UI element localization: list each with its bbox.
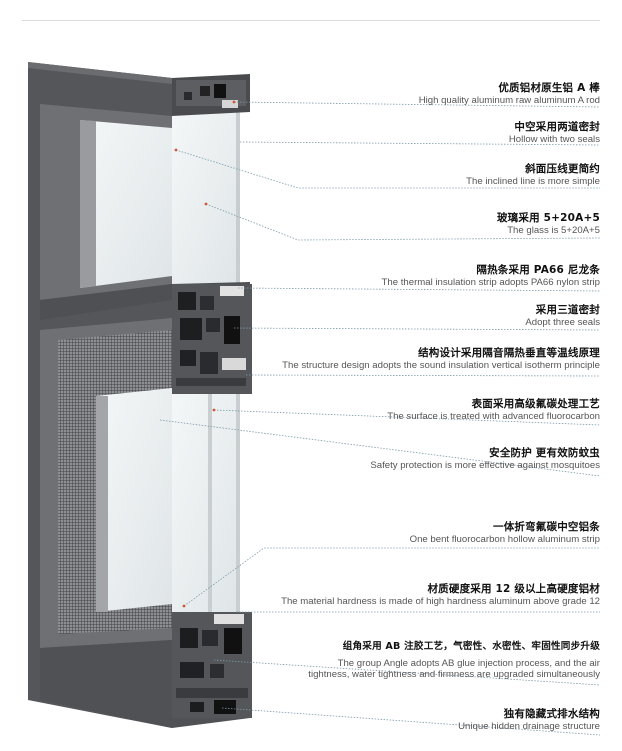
feature-title: 结构设计采用隔音隔热垂直等温线原理 (418, 347, 600, 359)
leader-dots (174, 100, 236, 608)
feature-hollow-aluminum-strip: 一体折弯氟碳中空铝条 One bent fluorocarbon hollow … (410, 521, 600, 545)
feature-description: Hollow with two seals (508, 134, 600, 145)
feature-description: The structure design adopts the sound in… (282, 360, 600, 371)
feature-title: 独有隐藏式排水结构 (503, 708, 600, 720)
feature-title: 材质硬度采用 12 级以上高硬度铝材 (427, 583, 600, 595)
feature-description: Unique hidden drainage structure (458, 721, 600, 732)
feature-insulation-strip: 隔热条采用 PA66 尼龙条 The thermal insulation st… (382, 264, 600, 288)
feature-description: The group Angle adopts AB glue injection… (337, 658, 600, 669)
feature-description: The inclined line is more simple (466, 176, 600, 187)
feature-glue-injection: 组角采用 AB 注胶工艺，气密性、水密性、牢固性同步升级 The group A… (308, 640, 600, 680)
feature-isotherm-design: 结构设计采用隔音隔热垂直等温线原理 The structure design a… (282, 347, 600, 371)
feature-title: 优质铝材原生铝 A 棒 (498, 82, 600, 94)
bottom-rail-profile (40, 612, 252, 728)
feature-two-seals: 中空采用两道密封 Hollow with two seals (509, 121, 600, 145)
feature-title: 表面采用高级氟碳处理工艺 (471, 398, 600, 410)
feature-hidden-drainage: 独有隐藏式排水结构 Unique hidden drainage structu… (458, 708, 600, 732)
leader-lines (159, 101, 601, 736)
feature-aluminum-rod: 优质铝材原生铝 A 棒 High quality aluminum raw al… (419, 82, 600, 106)
feature-title: 隔热条采用 PA66 尼龙条 (476, 264, 600, 276)
lower-glass-mesh-section (40, 318, 240, 648)
feature-description: One bent fluorocarbon hollow aluminum st… (409, 534, 600, 545)
feature-description: The material hardness is made of high ha… (281, 596, 600, 607)
top-divider (22, 20, 600, 21)
feature-description: The surface is treated with advanced flu… (387, 411, 600, 422)
feature-title: 采用三道密封 (535, 304, 600, 316)
feature-three-seals: 采用三道密封 Adopt three seals (525, 304, 600, 328)
top-rail-profile (172, 74, 250, 116)
feature-title: 组角采用 AB 注胶工艺，气密性、水密性、牢固性同步升级 (342, 641, 600, 652)
feature-description: tightness, water tightness and firmness … (308, 669, 600, 680)
feature-title: 玻璃采用 5+20A+5 (496, 212, 600, 224)
middle-transom-profile (40, 282, 252, 394)
feature-fluorocarbon-surface: 表面采用高级氟碳处理工艺 The surface is treated with… (387, 398, 600, 422)
feature-mosquito-protection: 安全防护 更有效防蚊虫 Safety protection is more ef… (370, 447, 600, 471)
feature-title: 安全防护 更有效防蚊虫 (489, 447, 600, 459)
feature-glass-spec: 玻璃采用 5+20A+5 The glass is 5+20A+5 (497, 212, 600, 236)
feature-description: The thermal insulation strip adopts PA66… (381, 277, 600, 288)
feature-material-hardness: 材质硬度采用 12 级以上高硬度铝材 The material hardness… (281, 583, 600, 607)
upper-glass-section (40, 104, 240, 300)
feature-description: High quality aluminum raw aluminum A rod (418, 95, 600, 106)
feature-title: 斜面压线更简约 (525, 163, 600, 175)
feature-inclined-line: 斜面压线更简约 The inclined line is more simple (466, 163, 600, 187)
feature-description: Adopt three seals (525, 317, 600, 328)
feature-description: The glass is 5+20A+5 (507, 225, 600, 236)
feature-title: 一体折弯氟碳中空铝条 (493, 521, 600, 533)
feature-title: 中空采用两道密封 (514, 121, 600, 133)
feature-description: Safety protection is more effective agai… (370, 460, 600, 471)
